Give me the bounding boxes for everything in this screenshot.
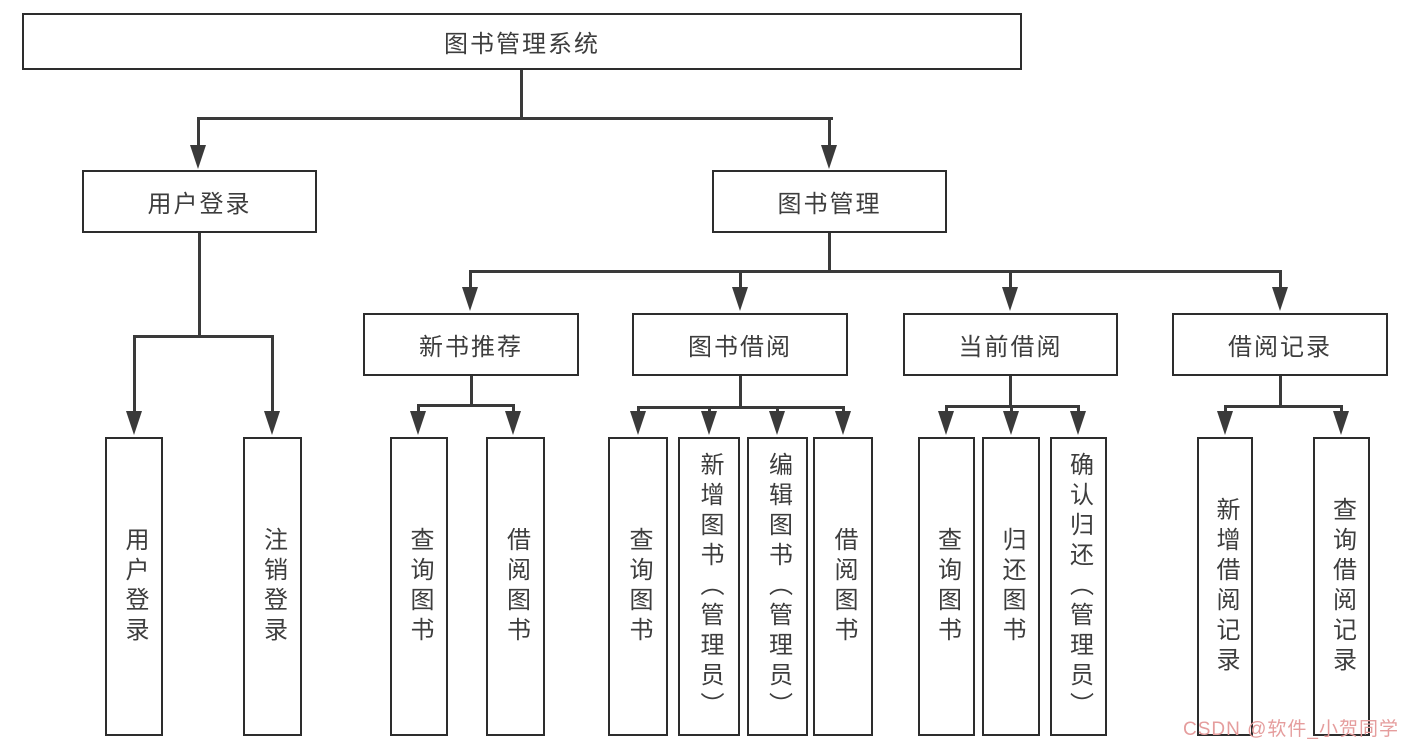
edge-line bbox=[945, 405, 948, 413]
node-user-login: 用户登录 bbox=[82, 170, 317, 233]
leaf-borrow-books-borrowing-label: 借阅图书 bbox=[830, 526, 857, 647]
edge-line bbox=[739, 270, 742, 288]
arrowhead-icon bbox=[410, 411, 426, 435]
node-library-system-label: 图书管理系统 bbox=[444, 31, 600, 58]
arrowhead-icon bbox=[264, 411, 280, 435]
leaf-confirm-return-admin-label: 确认归还（管理员） bbox=[1065, 451, 1093, 722]
node-user-login-label: 用户登录 bbox=[147, 191, 252, 218]
leaf-add-borrow-record-label: 新增借阅记录 bbox=[1212, 496, 1239, 677]
edge-line bbox=[1340, 405, 1343, 413]
edge-line bbox=[828, 233, 831, 273]
node-book-borrowing: 图书借阅 bbox=[632, 313, 848, 376]
arrowhead-icon bbox=[938, 411, 954, 435]
leaf-user-login: 用户登录 bbox=[105, 437, 163, 736]
leaf-query-books-current: 查询图书 bbox=[918, 437, 975, 736]
edge-line bbox=[1224, 405, 1227, 413]
arrowhead-icon bbox=[1333, 411, 1349, 435]
leaf-query-books-borrowing-label: 查询图书 bbox=[625, 526, 652, 647]
edge-line bbox=[469, 270, 1282, 273]
edge-line bbox=[469, 270, 472, 288]
leaf-query-borrow-record-label: 查询借阅记录 bbox=[1328, 496, 1356, 677]
edge-line bbox=[1010, 405, 1013, 413]
node-library-system: 图书管理系统 bbox=[22, 13, 1022, 70]
leaf-borrow-books-recommend-label: 借阅图书 bbox=[502, 526, 530, 647]
edge-line bbox=[417, 404, 515, 407]
leaf-borrow-books-recommend: 借阅图书 bbox=[486, 437, 545, 736]
arrowhead-icon bbox=[769, 411, 785, 435]
leaf-add-book-admin-label: 新增图书（管理员） bbox=[696, 451, 723, 722]
edge-line bbox=[470, 376, 473, 407]
node-borrow-records: 借阅记录 bbox=[1172, 313, 1388, 376]
leaf-return-book-label: 归还图书 bbox=[998, 526, 1025, 647]
edge-line bbox=[197, 117, 200, 148]
leaf-add-book-admin: 新增图书（管理员） bbox=[678, 437, 740, 736]
leaf-query-books-recommend-label: 查询图书 bbox=[406, 526, 433, 647]
edge-line bbox=[708, 406, 711, 413]
edge-line bbox=[1009, 270, 1012, 288]
leaf-user-login-label: 用户登录 bbox=[121, 526, 148, 647]
arrowhead-icon bbox=[126, 411, 142, 435]
leaf-confirm-return-admin: 确认归还（管理员） bbox=[1050, 437, 1107, 736]
node-borrow-records-label: 借阅记录 bbox=[1228, 334, 1332, 361]
node-current-borrowing-label: 当前借阅 bbox=[958, 334, 1063, 361]
edge-line bbox=[1279, 270, 1282, 288]
edge-line bbox=[739, 376, 742, 409]
arrowhead-icon bbox=[1003, 411, 1019, 435]
edge-line bbox=[1224, 405, 1343, 408]
edge-line bbox=[512, 404, 515, 413]
node-book-management-label: 图书管理 bbox=[777, 191, 882, 218]
arrowhead-icon bbox=[1070, 411, 1086, 435]
edge-line bbox=[198, 233, 201, 338]
node-book-management: 图书管理 bbox=[712, 170, 947, 233]
leaf-query-books-current-label: 查询图书 bbox=[933, 526, 961, 647]
node-current-borrowing: 当前借阅 bbox=[903, 313, 1118, 376]
leaf-logout: 注销登录 bbox=[243, 437, 302, 736]
edge-line bbox=[828, 117, 831, 148]
arrowhead-icon bbox=[701, 411, 717, 435]
arrowhead-icon bbox=[462, 287, 478, 311]
leaf-query-books-recommend: 查询图书 bbox=[390, 437, 448, 736]
node-new-book-recommend-label: 新书推荐 bbox=[419, 334, 523, 361]
csdn-watermark: CSDN @软件_小贺同学 bbox=[1183, 719, 1399, 740]
node-book-borrowing-label: 图书借阅 bbox=[688, 334, 792, 361]
edge-line bbox=[1009, 376, 1012, 408]
leaf-query-books-borrowing: 查询图书 bbox=[608, 437, 668, 736]
arrowhead-icon bbox=[1217, 411, 1233, 435]
arrowhead-icon bbox=[732, 287, 748, 311]
edge-line bbox=[417, 404, 420, 413]
arrowhead-icon bbox=[835, 411, 851, 435]
edge-line bbox=[842, 406, 845, 413]
edge-line bbox=[197, 117, 833, 120]
edge-line bbox=[271, 335, 274, 412]
arrowhead-icon bbox=[1272, 287, 1288, 311]
edge-line bbox=[776, 406, 779, 413]
edge-line bbox=[1077, 405, 1080, 413]
node-new-book-recommend: 新书推荐 bbox=[363, 313, 579, 376]
leaf-logout-label: 注销登录 bbox=[259, 526, 287, 647]
leaf-query-borrow-record: 查询借阅记录 bbox=[1313, 437, 1370, 736]
leaf-add-borrow-record: 新增借阅记录 bbox=[1197, 437, 1253, 736]
edge-line bbox=[637, 406, 845, 409]
leaf-return-book: 归还图书 bbox=[982, 437, 1040, 736]
leaf-edit-book-admin: 编辑图书（管理员） bbox=[747, 437, 808, 736]
arrowhead-icon bbox=[821, 145, 837, 169]
arrowhead-icon bbox=[190, 145, 206, 169]
edge-line bbox=[1279, 376, 1282, 407]
edge-line bbox=[133, 335, 136, 412]
edge-line bbox=[133, 335, 274, 338]
edge-line bbox=[637, 406, 640, 413]
arrowhead-icon bbox=[505, 411, 521, 435]
leaf-borrow-books-borrowing: 借阅图书 bbox=[813, 437, 873, 736]
leaf-edit-book-admin-label: 编辑图书（管理员） bbox=[764, 451, 792, 722]
arrowhead-icon bbox=[1002, 287, 1018, 311]
arrowhead-icon bbox=[630, 411, 646, 435]
edge-line bbox=[520, 70, 523, 118]
